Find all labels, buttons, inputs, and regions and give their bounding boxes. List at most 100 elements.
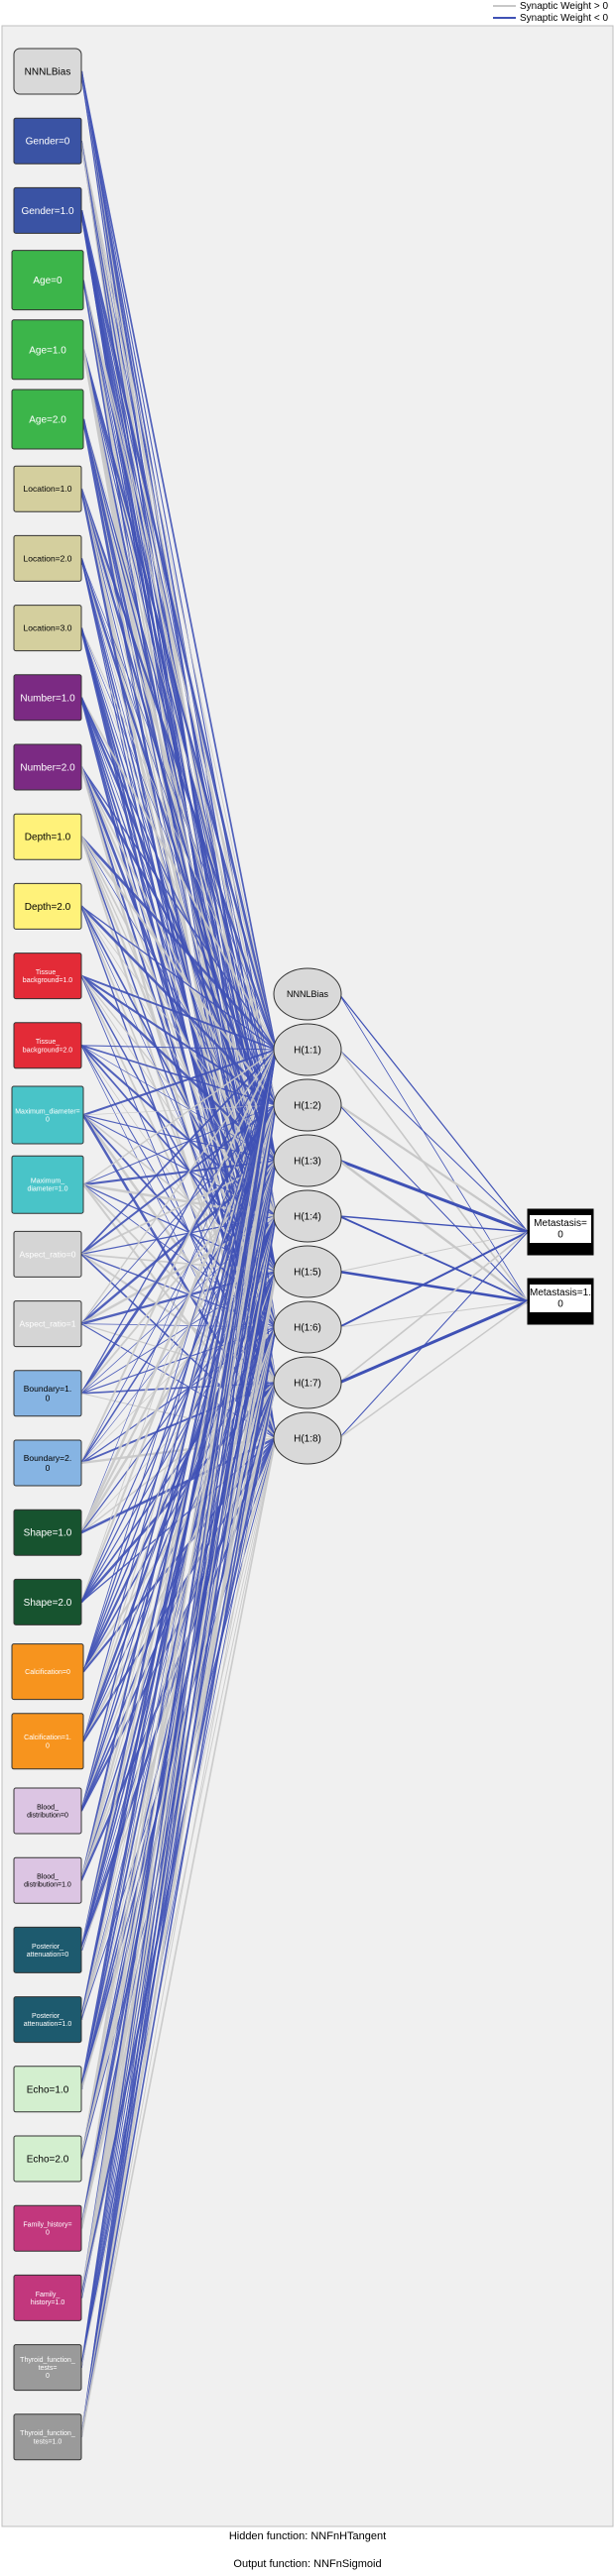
input-hidden-connection: [80, 1049, 277, 2368]
input-hidden-connection: [82, 280, 277, 1051]
input-node-label: tests=1.0: [34, 2438, 62, 2445]
input-hidden-connection: [80, 1271, 277, 2368]
hidden-node-label: H(1:8): [294, 1434, 321, 1445]
input-node-label: Thyroid_function_: [20, 2430, 75, 2437]
legend: Synaptic Weight > 0 Synaptic Weight < 0: [493, 1, 608, 24]
hidden-output-connection: [338, 1300, 529, 1439]
input-node: Number=2.0: [13, 743, 82, 791]
input-hidden-connection: [82, 1049, 277, 1185]
input-node-box: [13, 48, 82, 95]
hidden-node: NNNLBias: [273, 967, 342, 1021]
input-node-box: [11, 319, 84, 381]
input-hidden-connection: [80, 1326, 277, 2229]
input-node-label: Maximum_: [31, 1178, 64, 1185]
input-node: Boundary=1.0: [13, 1370, 82, 1417]
input-node-box: [13, 1996, 82, 2044]
input-node-box: [13, 534, 82, 582]
hidden-node-label: H(1:3): [294, 1157, 321, 1168]
input-hidden-connection: [82, 280, 277, 1106]
input-hidden-connection: [82, 1049, 277, 1116]
hidden-output-connection: [338, 1300, 529, 1328]
input-node-label: Echo=2.0: [27, 2155, 69, 2166]
input-node-label: Age=1.0: [29, 345, 66, 356]
input-node-label: Thyroid_function_: [20, 2357, 75, 2364]
input-node-label: Calcification=0: [25, 1669, 70, 1676]
input-hidden-connection: [80, 905, 277, 1051]
input-node-label: Blood_: [37, 1804, 59, 1811]
input-node: Calcification=1.0: [11, 1713, 84, 1770]
input-node-box: [13, 813, 82, 860]
input-hidden-connection: [80, 1215, 277, 2437]
hidden-output-connection: [338, 1231, 529, 1328]
input-node-box: [11, 389, 84, 450]
input-hidden-connection: [80, 1382, 277, 2437]
input-hidden-connection: [80, 1160, 277, 2229]
input-hidden-connection: [80, 1049, 277, 1533]
input-node: Gender=1.0: [13, 186, 82, 234]
input-hidden-connection: [80, 1437, 277, 2437]
hidden-output-connection: [338, 1231, 529, 1439]
input-node: Posterior_attenuation=1.0: [13, 1996, 82, 2044]
input-node-box: [13, 605, 82, 652]
input-hidden-connection: [80, 1326, 277, 2437]
input-node-label: Tissue_: [36, 1039, 60, 1046]
input-hidden-connection: [80, 627, 277, 1051]
input-node: Location=3.0: [13, 605, 82, 652]
input-node-box: [11, 1155, 84, 1214]
hidden-node-label: H(1:7): [294, 1379, 321, 1390]
input-node: Family_history=0: [13, 2204, 82, 2252]
input-hidden-connection: [79, 1104, 278, 2298]
output-node-label-bg: [530, 1285, 591, 1312]
input-node-box: [13, 2274, 82, 2321]
hidden-output-connection: [338, 1231, 529, 1384]
input-hidden-connection: [80, 558, 277, 1051]
output-node: Metastasis=0: [527, 1208, 594, 1256]
input-hidden-connection: [80, 1045, 277, 1051]
input-node-label: Posterior_: [32, 2013, 63, 2020]
input-node: Location=1.0: [13, 465, 82, 512]
input-node-box: [11, 250, 84, 311]
input-node-label: attenuation=0: [27, 1952, 69, 1959]
input-node-box: [13, 1439, 82, 1487]
input-node: Age=2.0: [11, 389, 84, 450]
input-node: Maximum_diameter=0: [11, 1085, 84, 1145]
input-hidden-connection: [80, 1049, 277, 1603]
input-node-box: [13, 2344, 82, 2392]
legend-positive-label: Synaptic Weight > 0: [520, 1, 608, 12]
hidden-layer: NNNLBiasH(1:1)H(1:2)H(1:3)H(1:4)H(1:5)H(…: [273, 967, 342, 1465]
input-node-box: [13, 2413, 82, 2461]
input-node: Depth=2.0: [13, 882, 82, 930]
input-node-box: [13, 882, 82, 930]
input-node-label: Posterior_: [32, 1944, 63, 1951]
input-node-box: [11, 1643, 84, 1701]
input-hidden-connection: [80, 836, 277, 1051]
legend-negative-label: Synaptic Weight < 0: [520, 13, 608, 24]
input-node-box: [13, 1787, 82, 1835]
input-node-label: Number=1.0: [20, 693, 75, 704]
output-node-label-bg: [530, 1215, 591, 1243]
input-hidden-connection: [80, 766, 277, 1051]
input-node-label: Maximum_diameter=: [15, 1108, 80, 1115]
hidden-output-connection: [338, 1159, 529, 1234]
hidden-node: H(1:6): [273, 1300, 342, 1354]
input-node: Age=0: [11, 250, 84, 311]
input-node-label: Blood_: [37, 1874, 59, 1881]
hidden-node-label: H(1:5): [294, 1268, 321, 1279]
input-node-label: background=2.0: [23, 1047, 73, 1054]
input-node: Location=2.0: [13, 534, 82, 582]
input-node-box: [13, 186, 82, 234]
input-node: Aspect_ratio=1: [13, 1300, 82, 1348]
input-node-label: Family_: [36, 2292, 61, 2298]
input-node: Tissue_background=1.0: [13, 952, 82, 1000]
input-hidden-connection: [79, 1049, 278, 2090]
input-node-box: [13, 465, 82, 512]
input-hidden-connection: [80, 70, 277, 1051]
input-node-label: Location=1.0: [24, 484, 72, 494]
input-node: Blood_distribution=1.0: [13, 1856, 82, 1904]
hidden-node-label: NNNLBias: [287, 989, 329, 999]
input-node: Shape=1.0: [13, 1509, 82, 1556]
input-hidden-connection: [80, 141, 277, 1051]
input-node-box: [13, 1578, 82, 1625]
